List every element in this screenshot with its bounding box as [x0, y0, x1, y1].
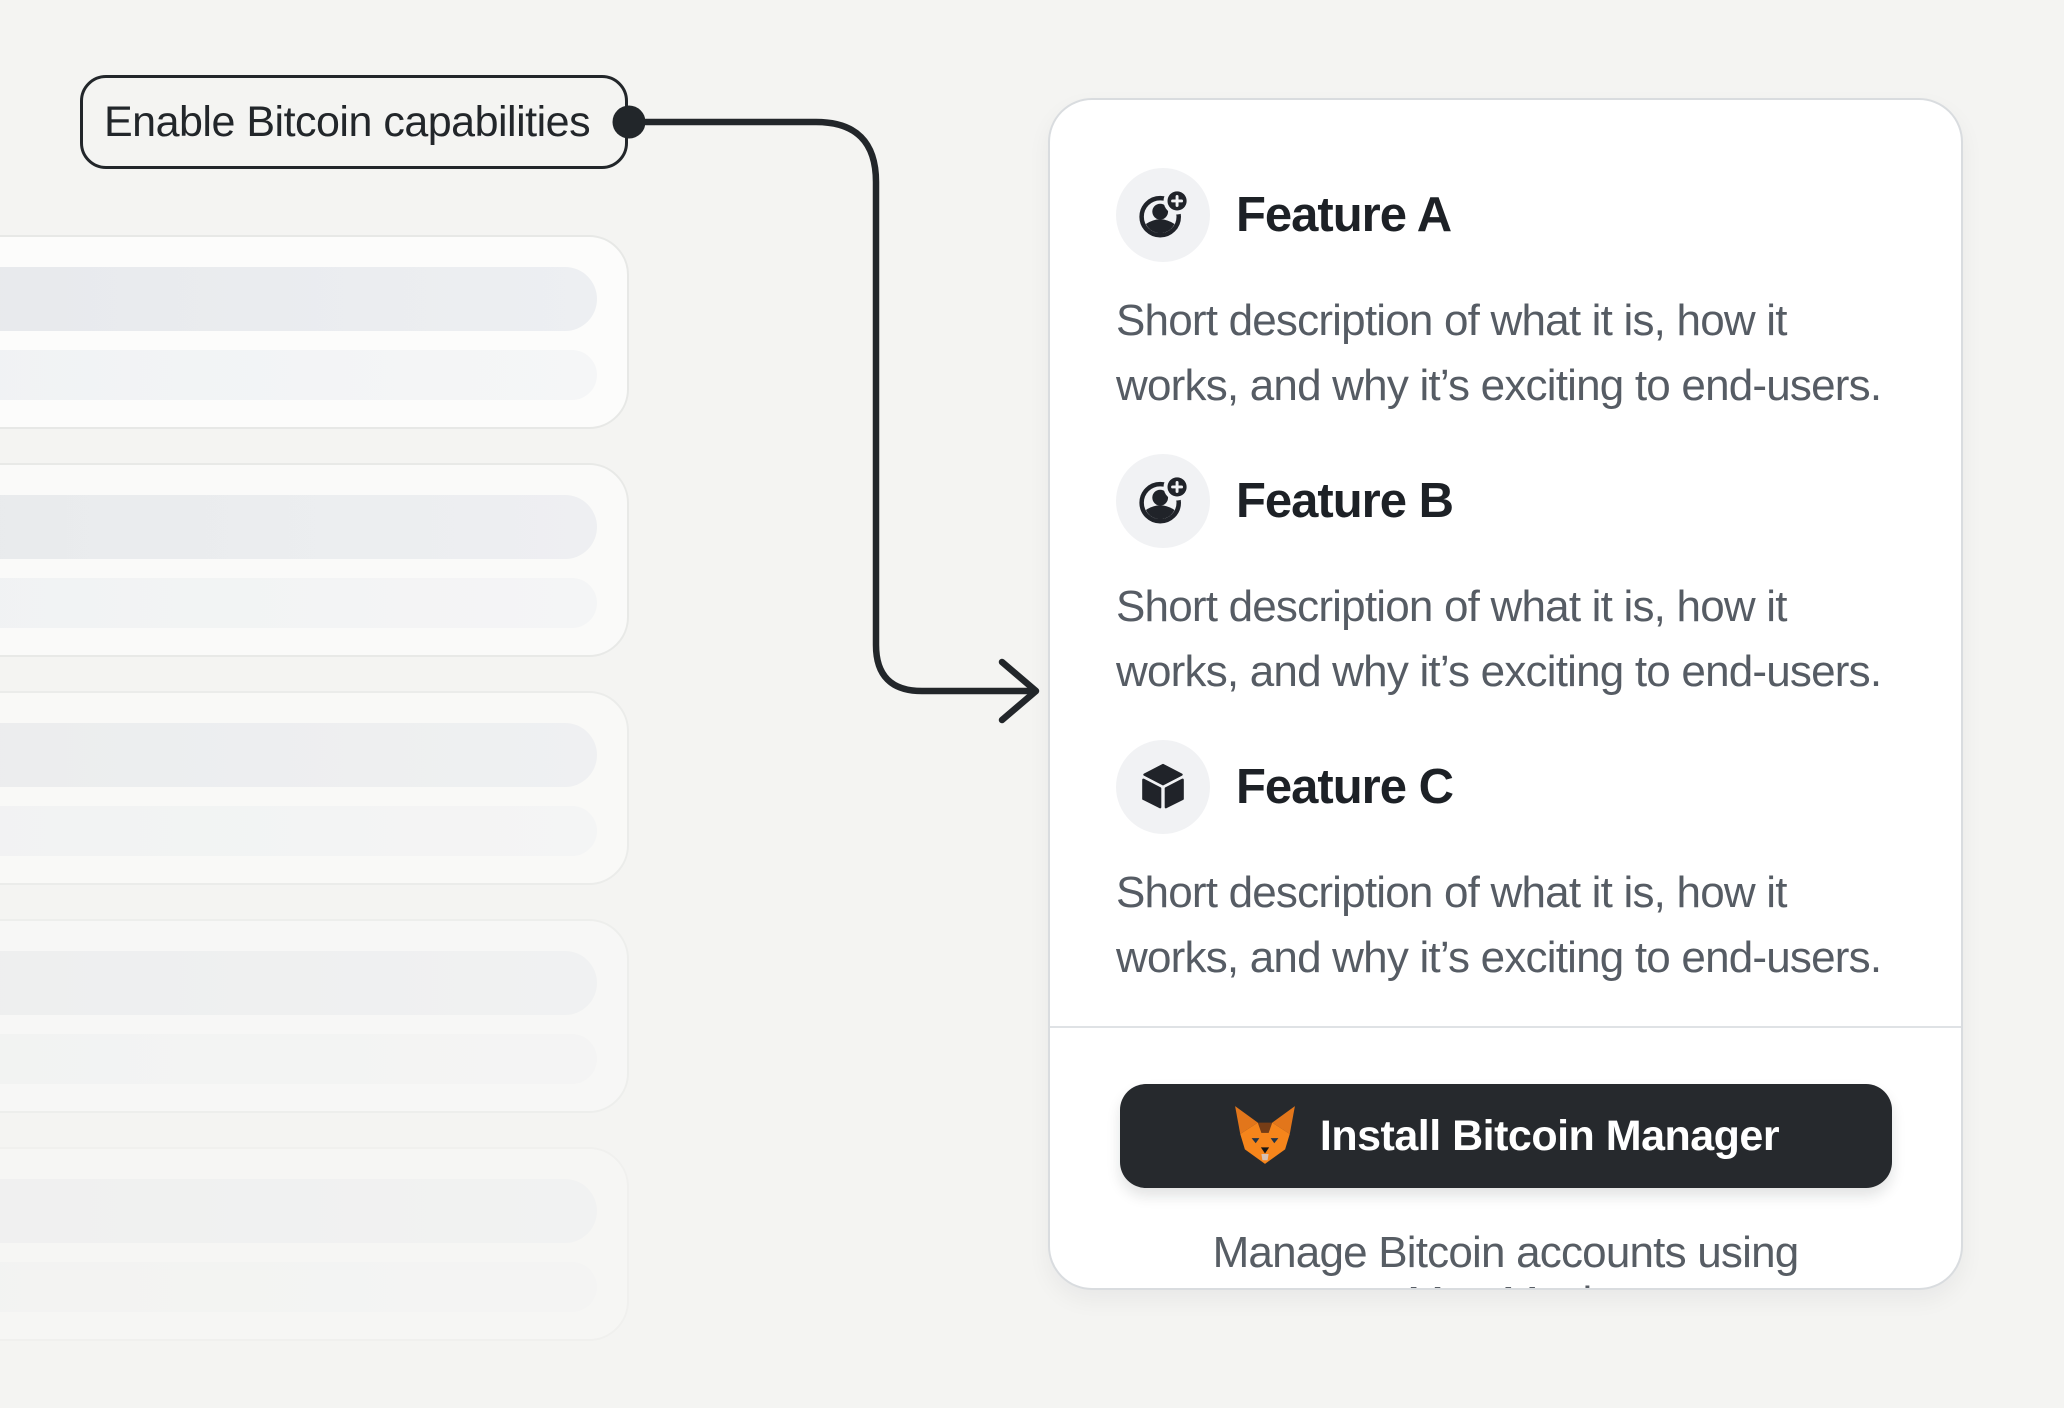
callout-label: Enable Bitcoin capabilities — [104, 97, 591, 146]
install-bitcoin-manager-button[interactable]: Install Bitcoin Manager — [1119, 1084, 1892, 1188]
skeleton-list — [0, 235, 629, 1375]
install-section: Install Bitcoin Manager Manage Bitcoin a… — [1050, 1028, 1961, 1288]
skeleton-card — [0, 235, 629, 429]
feature-description: Short description of what it is, how it … — [1116, 868, 1882, 982]
skeleton-pill — [0, 495, 597, 559]
feature-title: Feature A — [1236, 188, 1452, 242]
skeleton-card — [0, 1147, 629, 1341]
skeleton-pill — [0, 1034, 597, 1084]
metamask-fox-icon — [1232, 1105, 1298, 1167]
feature-header: Feature C — [1116, 740, 1895, 834]
skeleton-pill — [0, 806, 597, 856]
connector-line — [642, 118, 1034, 695]
feature-title: Feature B — [1236, 474, 1454, 528]
user-add-icon — [1116, 168, 1210, 262]
skeleton-card — [0, 691, 629, 885]
install-button-label: Install Bitcoin Manager — [1319, 1111, 1780, 1160]
feature-description: Short description of what it is, how it … — [1116, 582, 1882, 696]
skeleton-pill — [0, 951, 597, 1015]
skeleton-card — [0, 463, 629, 657]
skeleton-pill — [0, 1179, 597, 1243]
user-add-icon — [1116, 454, 1210, 548]
skeleton-pill — [0, 1262, 597, 1312]
feature-block-c: Feature C Short description of what it i… — [1116, 740, 1895, 990]
cube-icon — [1116, 740, 1210, 834]
feature-header: Feature A — [1116, 168, 1895, 262]
feature-description: Short description of what it is, how it … — [1116, 296, 1882, 410]
install-caption: Manage Bitcoin accounts using MetaMask — [1212, 1228, 1800, 1288]
skeleton-pill — [0, 350, 597, 400]
feature-card: Feature A Short description of what it i… — [1048, 98, 1963, 1290]
callout: Enable Bitcoin capabilities — [80, 75, 628, 169]
skeleton-card — [0, 919, 629, 1113]
feature-header: Feature B — [1116, 454, 1895, 548]
skeleton-pill — [0, 578, 597, 628]
feature-block-a: Feature A Short description of what it i… — [1116, 168, 1895, 418]
feature-title: Feature C — [1236, 760, 1454, 814]
skeleton-pill — [0, 267, 597, 331]
skeleton-pill — [0, 723, 597, 787]
divider — [1050, 1026, 1961, 1028]
features-section: Feature A Short description of what it i… — [1050, 100, 1961, 990]
arrowhead-icon — [998, 658, 1040, 724]
feature-block-b: Feature B Short description of what it i… — [1116, 454, 1895, 704]
